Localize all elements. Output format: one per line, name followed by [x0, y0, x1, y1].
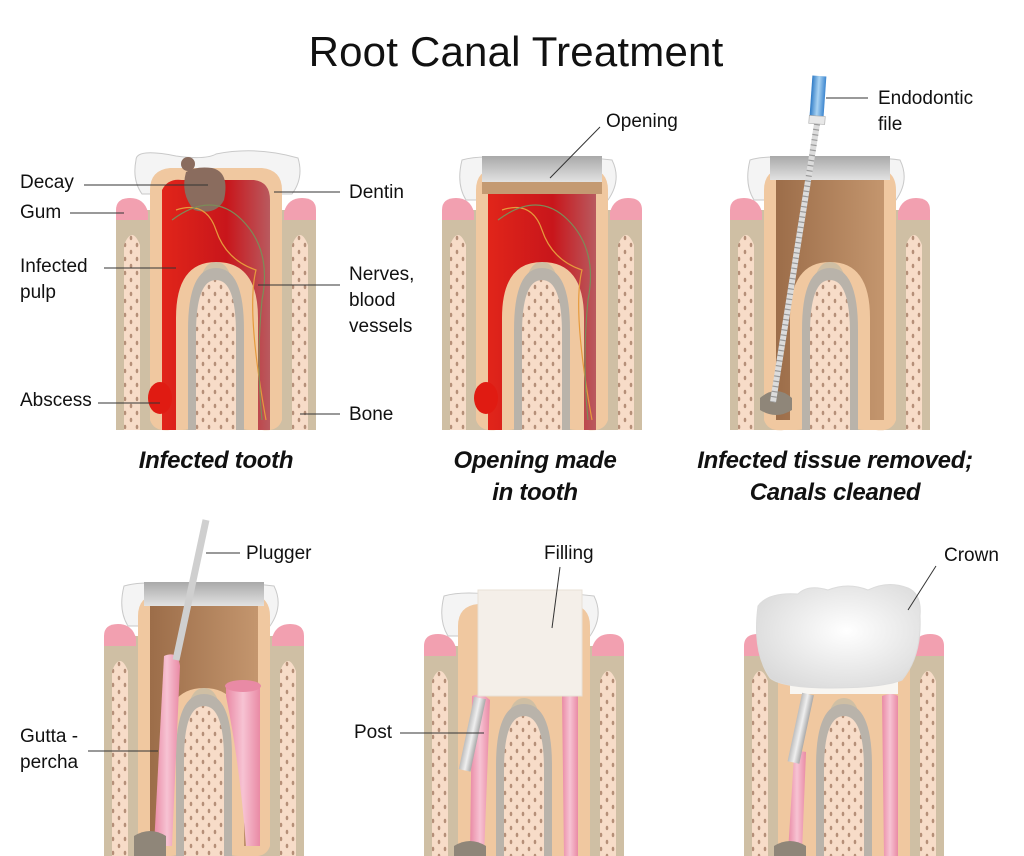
label-infected-pulp: Infected pulp — [20, 256, 88, 303]
leader-filling — [551, 566, 561, 629]
plugger-instrument — [172, 519, 210, 661]
caption-canals-cleaned: Infected tissue removed; Canals cleaned — [697, 447, 973, 506]
label-decay: Decay — [20, 172, 74, 193]
caption-opening-made: Opening made in tooth — [453, 447, 617, 506]
label-post: Post — [354, 722, 393, 743]
leader-lines — [70, 97, 937, 752]
label-filling: Filling — [544, 543, 594, 564]
label-dentin: Dentin — [349, 182, 404, 203]
caption-infected-tooth: Infected tooth — [138, 447, 294, 474]
panel-opening-made — [442, 156, 642, 431]
label-endodontic-file: Endodontic file — [878, 88, 974, 135]
post-rod — [458, 696, 486, 772]
label-crown: Crown — [944, 545, 999, 566]
panel-post-filling — [424, 589, 624, 856]
label-nerves-blood-vessels: Nerves, blood vessels — [349, 264, 415, 337]
panel-crown — [744, 584, 944, 856]
filling-block — [477, 589, 583, 697]
panel-canals-cleaned — [730, 156, 930, 431]
endodontic-file-instrument — [770, 75, 827, 403]
label-bone: Bone — [349, 404, 394, 425]
decay-area — [184, 167, 226, 212]
panel-infected-tooth — [116, 150, 316, 431]
leader-opening — [549, 126, 601, 179]
abscess-bulb — [148, 382, 172, 414]
panel-gutta-percha — [104, 582, 304, 856]
label-abscess: Abscess — [20, 390, 92, 411]
label-gutta-percha: Gutta - percha — [20, 726, 79, 773]
label-opening: Opening — [606, 111, 678, 132]
leader-crown — [907, 565, 937, 611]
opening-area — [482, 156, 602, 182]
label-plugger: Plugger — [246, 543, 312, 564]
diagram-title: Root Canal Treatment — [308, 28, 724, 75]
label-gum: Gum — [20, 202, 62, 223]
crown-cap — [756, 584, 921, 689]
